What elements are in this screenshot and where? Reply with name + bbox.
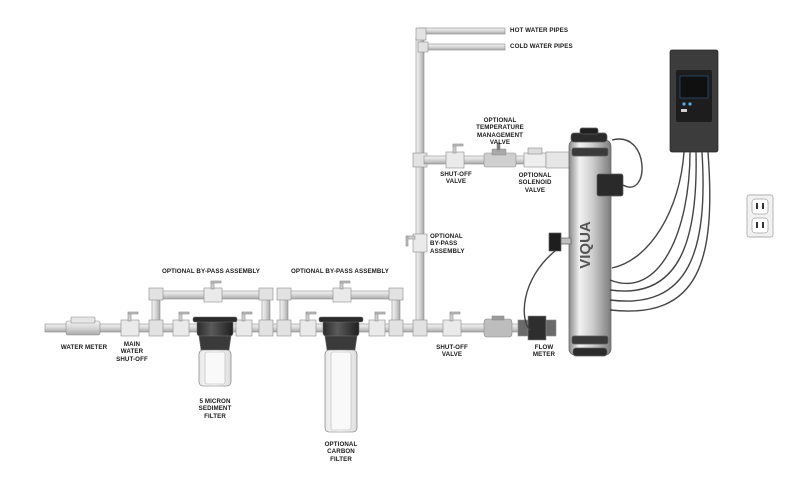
bypass-left (148, 280, 274, 337)
water-meter (65, 316, 101, 336)
main-shutoff-valve (120, 311, 140, 337)
riser-pipe (405, 27, 506, 337)
label-bypass-right: OPTIONAL BY-PASS ASSEMBLY (290, 268, 390, 275)
label-water-meter: WATER METER (60, 344, 108, 351)
carbon-filter (318, 316, 364, 433)
label-cold-water-pipes: COLD WATER PIPES (510, 43, 573, 50)
cables (523, 138, 711, 331)
label-hot-water-pipes: HOT WATER PIPES (510, 27, 569, 34)
uv-controller (669, 49, 719, 153)
upper-pipe (423, 142, 575, 169)
wall-outlet (746, 194, 774, 238)
uv-brand-text: VIQUA (577, 221, 594, 269)
bypass-right (276, 280, 404, 337)
lower-components (442, 311, 557, 341)
label-bypass-left: OPTIONAL BY-PASS ASSEMBLY (161, 268, 261, 275)
uv-reactor (548, 127, 624, 357)
sediment-filter (192, 316, 238, 387)
